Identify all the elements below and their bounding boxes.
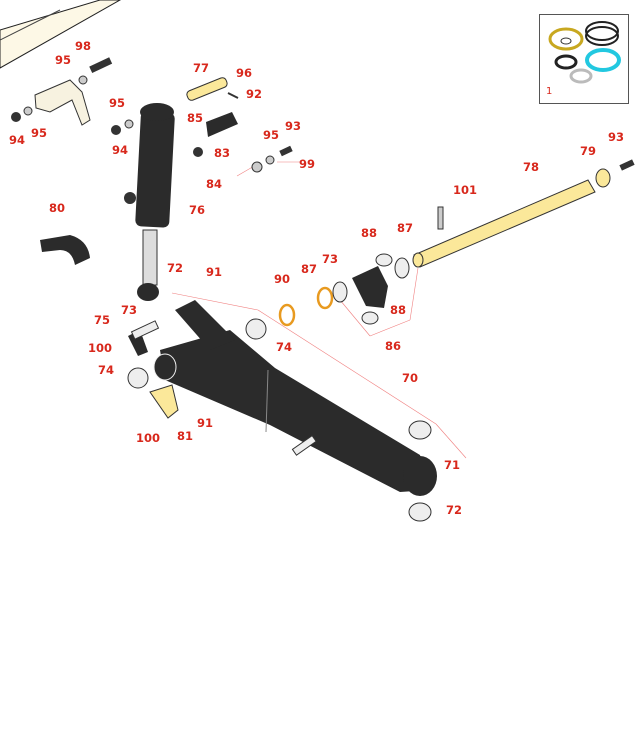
- callout-88[interactable]: 88: [360, 226, 378, 240]
- leader-lines: [171, 161, 467, 459]
- callout-100[interactable]: 100: [135, 431, 161, 445]
- plate-92: [206, 112, 238, 137]
- callout-74[interactable]: 74: [97, 363, 115, 377]
- piston: [352, 266, 388, 308]
- callout-88[interactable]: 88: [389, 303, 407, 317]
- hose-80: [40, 235, 90, 265]
- callout-85[interactable]: 85: [186, 111, 204, 125]
- callout-91[interactable]: 91: [196, 416, 214, 430]
- inset-label: 1: [546, 86, 553, 97]
- callout-86[interactable]: 86: [384, 339, 402, 353]
- callout-94[interactable]: 94: [8, 133, 26, 147]
- callout-95[interactable]: 95: [54, 53, 72, 67]
- cylinder-76: [135, 111, 175, 228]
- pin-77: [186, 77, 228, 101]
- callout-95[interactable]: 95: [262, 128, 280, 142]
- bolt-98: [89, 57, 113, 73]
- callout-94[interactable]: 94: [111, 143, 129, 157]
- callout-76[interactable]: 76: [188, 203, 206, 217]
- callout-74[interactable]: 74: [275, 340, 293, 354]
- callout-75[interactable]: 75: [93, 313, 111, 327]
- callout-98[interactable]: 98: [74, 39, 92, 53]
- callout-73[interactable]: 73: [321, 252, 339, 266]
- callout-90[interactable]: 90: [273, 272, 291, 286]
- callout-91[interactable]: 91: [205, 265, 223, 279]
- callout-72[interactable]: 72: [445, 503, 463, 517]
- callout-83[interactable]: 83: [213, 146, 231, 160]
- seal-kit-inset[interactable]: 1: [539, 14, 629, 104]
- callout-93[interactable]: 93: [607, 130, 625, 144]
- callout-100[interactable]: 100: [87, 341, 113, 355]
- callout-99[interactable]: 99: [298, 157, 316, 171]
- callout-71[interactable]: 71: [443, 458, 461, 472]
- callout-84[interactable]: 84: [205, 177, 223, 191]
- callout-95[interactable]: 95: [30, 126, 48, 140]
- callout-72[interactable]: 72: [166, 261, 184, 275]
- callout-77[interactable]: 77: [192, 61, 210, 75]
- callout-79[interactable]: 79: [579, 144, 597, 158]
- panel: [0, 0, 122, 69]
- callout-101[interactable]: 101: [452, 183, 478, 197]
- callout-87[interactable]: 87: [300, 262, 318, 276]
- callout-96[interactable]: 96: [235, 66, 253, 80]
- callout-70[interactable]: 70: [401, 371, 419, 385]
- callout-87[interactable]: 87: [396, 221, 414, 235]
- callout-78[interactable]: 78: [522, 160, 540, 174]
- plate-81: [149, 384, 179, 419]
- callout-93[interactable]: 93: [284, 119, 302, 133]
- arm-70: [160, 330, 430, 492]
- callout-81[interactable]: 81: [176, 429, 194, 443]
- bracket: [34, 79, 91, 126]
- callout-92[interactable]: 92: [245, 87, 263, 101]
- callout-80[interactable]: 80: [48, 201, 66, 215]
- callout-95[interactable]: 95: [108, 96, 126, 110]
- callout-73[interactable]: 73: [120, 303, 138, 317]
- seal-kit-icon: [548, 21, 621, 84]
- rod: [142, 229, 158, 286]
